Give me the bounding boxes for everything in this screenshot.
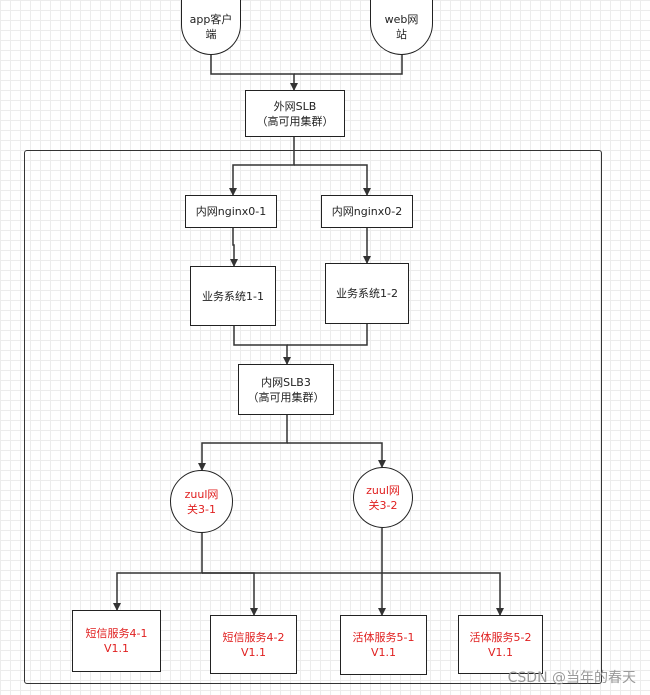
outer-slb-label: 外网SLB （高可用集群） — [256, 99, 334, 128]
nginx-0-2-node: 内网nginx0-2 — [321, 195, 413, 228]
edge-slb-to-nginx1 — [229, 137, 295, 196]
edge-zuul2-to-act2 — [202, 572, 504, 616]
watermark: CSDN @当年的春天 — [507, 670, 636, 686]
edge-inner-to-zuul2 — [287, 442, 386, 468]
edge-zuul1-bus — [113, 532, 203, 611]
nginx-0-1-node: 内网nginx0-1 — [185, 195, 277, 228]
edge-web-to-slb — [294, 54, 403, 75]
zuul-gateway-3-1-node: zuul网 关3-1 — [170, 470, 233, 533]
liveness-service-5-1-node: 活体服务5-1 V1.1 — [340, 615, 427, 675]
liveness-service-5-1-label: 活体服务5-1 V1.1 — [352, 631, 415, 659]
edge-nginx1-to-biz1 — [230, 228, 238, 267]
zuul-gateway-3-2-label: zuul网 关3-2 — [366, 483, 400, 512]
zuul-gateway-3-1-label: zuul网 关3-1 — [184, 487, 219, 516]
edge-inner-to-zuul1 — [198, 415, 288, 471]
sms-service-4-1-node: 短信服务4-1 V1.1 — [72, 610, 161, 672]
app-client-label: app客户 端 — [189, 13, 233, 41]
edge-app-to-slb — [210, 54, 298, 91]
biz-system-1-2-node: 业务系统1-2 — [325, 263, 409, 324]
app-client-node: app客户 端 — [181, 0, 241, 55]
biz-system-1-1-node: 业务系统1-1 — [190, 266, 276, 326]
biz-system-1-2-label: 业务系统1-2 — [336, 287, 398, 300]
internal-network-container — [24, 150, 602, 684]
sms-service-4-2-label: 短信服务4-2 V1.1 — [222, 630, 285, 659]
sms-service-4-2-node: 短信服务4-2 V1.1 — [210, 615, 297, 674]
sms-service-4-1-label: 短信服务4-1 V1.1 — [85, 627, 148, 655]
liveness-service-5-2-label: 活体服务5-2 V1.1 — [469, 630, 532, 659]
nginx-0-2-label: 内网nginx0-2 — [331, 205, 403, 218]
edge-biz2-to-inner — [287, 324, 368, 346]
inner-slb-label: 内网SLB3 （高可用集群） — [247, 375, 325, 404]
biz-system-1-1-label: 业务系统1-1 — [202, 289, 264, 303]
edge-biz1-to-inner — [233, 326, 291, 365]
web-site-node: web网 站 — [370, 0, 433, 55]
inner-slb-node: 内网SLB3 （高可用集群） — [238, 364, 334, 415]
web-site-label: web网 站 — [384, 13, 419, 41]
outer-slb-node: 外网SLB （高可用集群） — [245, 90, 345, 137]
zuul-gateway-3-2-node: zuul网 关3-2 — [353, 467, 413, 528]
nginx-0-1-label: 内网nginx0-1 — [195, 205, 267, 218]
liveness-service-5-2-node: 活体服务5-2 V1.1 — [458, 615, 543, 674]
edge-slb-to-nginx2 — [294, 164, 371, 196]
